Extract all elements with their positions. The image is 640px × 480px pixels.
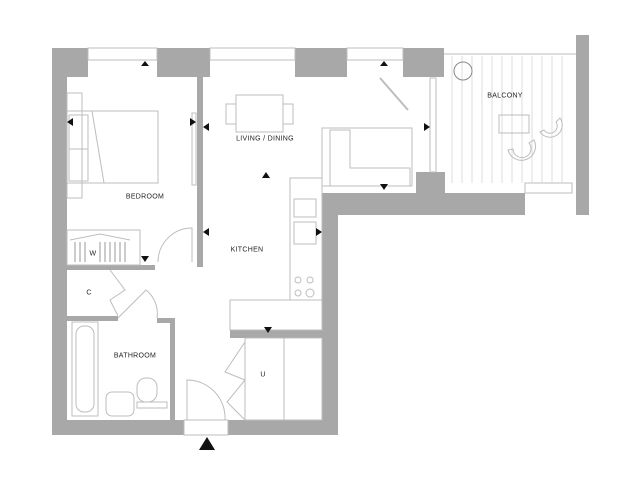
room-label-wardrobe: W xyxy=(89,250,97,258)
walls xyxy=(52,35,589,435)
room-label-kitchen: KITCHEN xyxy=(230,246,264,254)
room-label-bathroom: BATHROOM xyxy=(113,352,157,360)
markers xyxy=(67,61,430,450)
room-label-bedroom: BEDROOM xyxy=(125,193,165,201)
room-label-balcony: BALCONY xyxy=(487,92,523,100)
fixtures xyxy=(66,47,576,436)
room-label-cupboard: C xyxy=(86,289,92,297)
room-label-utility: U xyxy=(260,371,266,379)
room-label-living-dining: LIVING / DINING xyxy=(236,135,294,143)
